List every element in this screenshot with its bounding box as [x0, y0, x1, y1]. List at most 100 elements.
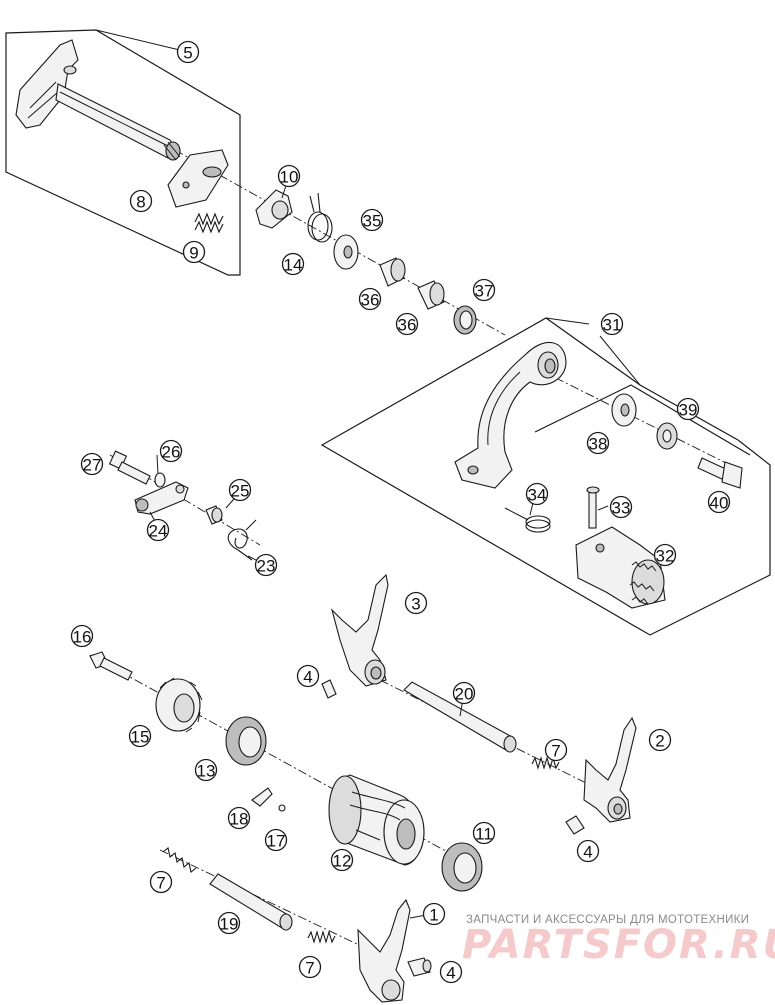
svg-text:19: 19 [220, 915, 239, 934]
axis-shift-drum [89, 654, 481, 871]
callout-27: 27 [80, 452, 104, 476]
callout-23: 23 [254, 553, 278, 577]
torsion-spring-part [307, 192, 333, 243]
callout-10: 10 [277, 164, 301, 188]
svg-text:11: 11 [475, 825, 493, 844]
callout-12: 12 [330, 848, 354, 872]
svg-text:18: 18 [230, 810, 249, 829]
svg-text:14: 14 [284, 256, 303, 275]
watermark-caption: ЗАПЧАСТИ И АКСЕССУАРЫ ДЛЯ МОТОТЕХНИКИ [466, 914, 749, 926]
callout-16: 16 [70, 624, 94, 648]
svg-text:25: 25 [231, 482, 250, 501]
svg-text:4: 4 [446, 964, 455, 983]
svg-text:7: 7 [156, 874, 165, 893]
callout-14: 14 [281, 252, 305, 276]
svg-text:38: 38 [589, 435, 608, 454]
svg-text:7: 7 [305, 959, 314, 978]
callout-20: 20 [452, 681, 476, 705]
callout-19: 19 [217, 911, 241, 935]
shift-gate-part [155, 677, 203, 733]
callout-36-upper: 36 [358, 287, 382, 311]
washer-26-part [154, 472, 166, 488]
shift-fork-1-part [357, 898, 411, 1003]
return-plate-part [167, 149, 229, 208]
svg-text:17: 17 [267, 832, 286, 851]
bearing-11-part [441, 842, 483, 892]
callout-9: 9 [182, 240, 206, 264]
callout-7-lower: 7 [298, 955, 322, 979]
svg-text:33: 33 [612, 499, 631, 518]
callout-25: 25 [228, 478, 252, 502]
callout-38: 38 [586, 431, 610, 455]
screw-17-part [278, 804, 286, 812]
shift-lever-tip-part [575, 526, 666, 609]
svg-text:40: 40 [710, 494, 729, 513]
svg-text:23: 23 [257, 557, 276, 576]
bolt-40-part [697, 457, 743, 489]
spring-23-part [227, 519, 257, 561]
shift-roller-part [255, 189, 293, 229]
svg-text:13: 13 [197, 762, 216, 781]
svg-text:2: 2 [655, 732, 664, 751]
fork-rail-19-part [209, 873, 293, 931]
bushing-25-part [205, 505, 223, 525]
seal-ring-part [453, 305, 477, 335]
svg-text:24: 24 [149, 522, 168, 541]
detent-plate-18-part [251, 787, 273, 807]
guide-pin-middle-part [565, 815, 585, 835]
return-spring-part [194, 212, 224, 234]
svg-text:7: 7 [551, 742, 560, 761]
guide-pin-lower-part [407, 957, 432, 977]
callout-26: 26 [159, 439, 183, 463]
clip-34-part [504, 507, 551, 533]
callout-32: 32 [653, 543, 677, 567]
svg-text:26: 26 [162, 443, 181, 462]
callout-33: 33 [609, 495, 633, 519]
svg-text:37: 37 [475, 282, 494, 301]
callout-39: 39 [676, 397, 700, 421]
callout-2: 2 [648, 728, 672, 752]
callout-15: 15 [128, 724, 152, 748]
svg-text:5: 5 [183, 44, 192, 63]
shift-lever-assembly-frame [320, 317, 771, 636]
callout-3: 3 [404, 591, 428, 615]
svg-text:35: 35 [363, 212, 382, 231]
svg-text:32: 32 [656, 547, 675, 566]
callout-4-lower: 4 [439, 960, 463, 984]
svg-text:10: 10 [280, 168, 299, 187]
svg-text:31: 31 [603, 316, 622, 335]
callout-17: 17 [264, 828, 288, 852]
axis-fork-rail-lower [159, 849, 381, 956]
callout-13: 13 [194, 758, 218, 782]
callout-18: 18 [227, 806, 251, 830]
fork-rail-20-part [403, 681, 517, 753]
locking-lever-part [134, 481, 189, 515]
guide-pin-upper-part [321, 679, 337, 699]
svg-text:1: 1 [429, 906, 438, 925]
callout-31: 31 [600, 312, 624, 336]
shift-lever-part [454, 341, 567, 489]
callout-35: 35 [360, 208, 384, 232]
washer-38-part [611, 393, 637, 427]
callout-36-lower: 36 [395, 312, 419, 336]
watermark: ЗАПЧАСТИ И АКСЕССУАРЫ ДЛЯ МОТОТЕХНИКИ PA… [462, 914, 775, 968]
svg-text:27: 27 [83, 456, 102, 475]
svg-text:3: 3 [411, 595, 420, 614]
bolt-27-part [108, 450, 151, 485]
callout-11: 11 [472, 821, 496, 845]
callout-4-middle: 4 [576, 839, 600, 863]
leader-lines [95, 29, 641, 919]
spring-7-left-part [162, 847, 197, 873]
lock-washer-part [656, 422, 678, 450]
bearing-13-part [225, 716, 267, 766]
callout-4-upper: 4 [296, 664, 320, 688]
pin-33-part [586, 486, 600, 529]
axis-fork-rail-upper [379, 679, 611, 796]
callout-37: 37 [472, 278, 496, 302]
svg-text:4: 4 [303, 668, 312, 687]
svg-text:15: 15 [131, 728, 150, 747]
shift-fork-3-part [330, 573, 389, 687]
washer-35-part [333, 234, 359, 270]
spring-7-lower-part [307, 930, 336, 944]
